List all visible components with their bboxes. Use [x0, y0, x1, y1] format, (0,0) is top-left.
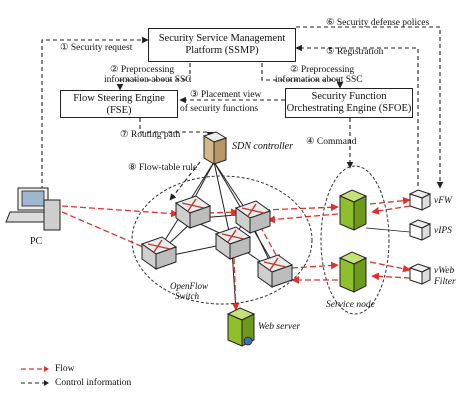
legend-control-label: Control information [55, 378, 132, 388]
vips-icon [408, 219, 432, 241]
control-lines [41, 26, 444, 201]
preprocess-to-sfoe-line [261, 63, 344, 89]
sdn-controller-icon [202, 131, 228, 165]
vips-link [365, 227, 411, 233]
openflow-label-line1: OpenFlow [170, 281, 208, 291]
pc-icon [5, 187, 61, 231]
openflow-label-line2: Switch [175, 291, 199, 301]
switch-4 [214, 226, 252, 260]
fse-label: Flow Steering Engine (FSE) [73, 93, 165, 116]
sfoe-box: Security Function Orchestrating Engine (… [285, 88, 413, 118]
security-request-line [41, 36, 149, 190]
switch-3 [140, 236, 178, 270]
vweb-label-line2: Filter [434, 277, 456, 287]
step-8-label: ⑧ Flow-table rule [128, 163, 198, 173]
openflow-switches [140, 195, 294, 288]
security-defense-line [296, 26, 444, 189]
step-2a-line1: ② Preprocessing [110, 65, 175, 75]
service-node-boundary [320, 165, 390, 315]
sdn-controller-label: SDN controller [232, 141, 294, 152]
web-server-label: Web server [258, 322, 301, 332]
registration-line [295, 44, 419, 186]
vips-label: vIPS [434, 226, 452, 236]
flow-legend-swatch [21, 366, 49, 372]
fse-box: Flow Steering Engine (FSE) [60, 90, 178, 118]
vfw-icon [408, 189, 432, 211]
switch-1 [174, 195, 212, 229]
preprocess-to-fse-line [116, 63, 191, 91]
legend-flow: Flow [20, 364, 75, 374]
ssmp-label: Security Service Management Platform (SS… [158, 33, 286, 56]
step-2b-line2: information about SSC [275, 75, 363, 85]
step-3-line2: of security functions [180, 104, 259, 114]
vweb-filter-icon [408, 263, 432, 285]
step-5-label: ⑤ Registration [326, 47, 384, 57]
service-node-server-1 [338, 189, 368, 231]
step-1-label: ① Security request [60, 43, 133, 53]
control-legend-swatch [21, 380, 49, 386]
switch-5 [256, 254, 294, 288]
ssmp-box: Security Service Management Platform (SS… [148, 28, 296, 62]
step-2b-line1: ② Preprocessing [290, 65, 355, 75]
web-server-icon [226, 307, 256, 347]
service-node-label: Service node [326, 300, 375, 310]
pc-label: PC [30, 236, 43, 247]
step-6-label: ⑥ Security defense polices [326, 18, 430, 28]
step-3-line1: ③ Placement view [190, 90, 262, 100]
legend-control: Control information [20, 378, 131, 388]
flow-table-line [169, 161, 201, 201]
openflow-network-boundary [131, 175, 313, 305]
service-node-server-2 [338, 251, 368, 293]
step-2a-line2: information about SSC [104, 75, 192, 85]
step-4-label: ④ Command [306, 137, 357, 147]
flow-lines [61, 196, 411, 311]
legend-flow-label: Flow [55, 364, 75, 374]
vfw-label: vFW [434, 196, 452, 206]
sfoe-label: Security Function Orchestrating Engine (… [286, 91, 412, 114]
vweb-label-line1: vWeb [434, 266, 455, 276]
switch-2 [234, 200, 272, 234]
step-7-label: ⑦ Routing path [120, 130, 181, 140]
